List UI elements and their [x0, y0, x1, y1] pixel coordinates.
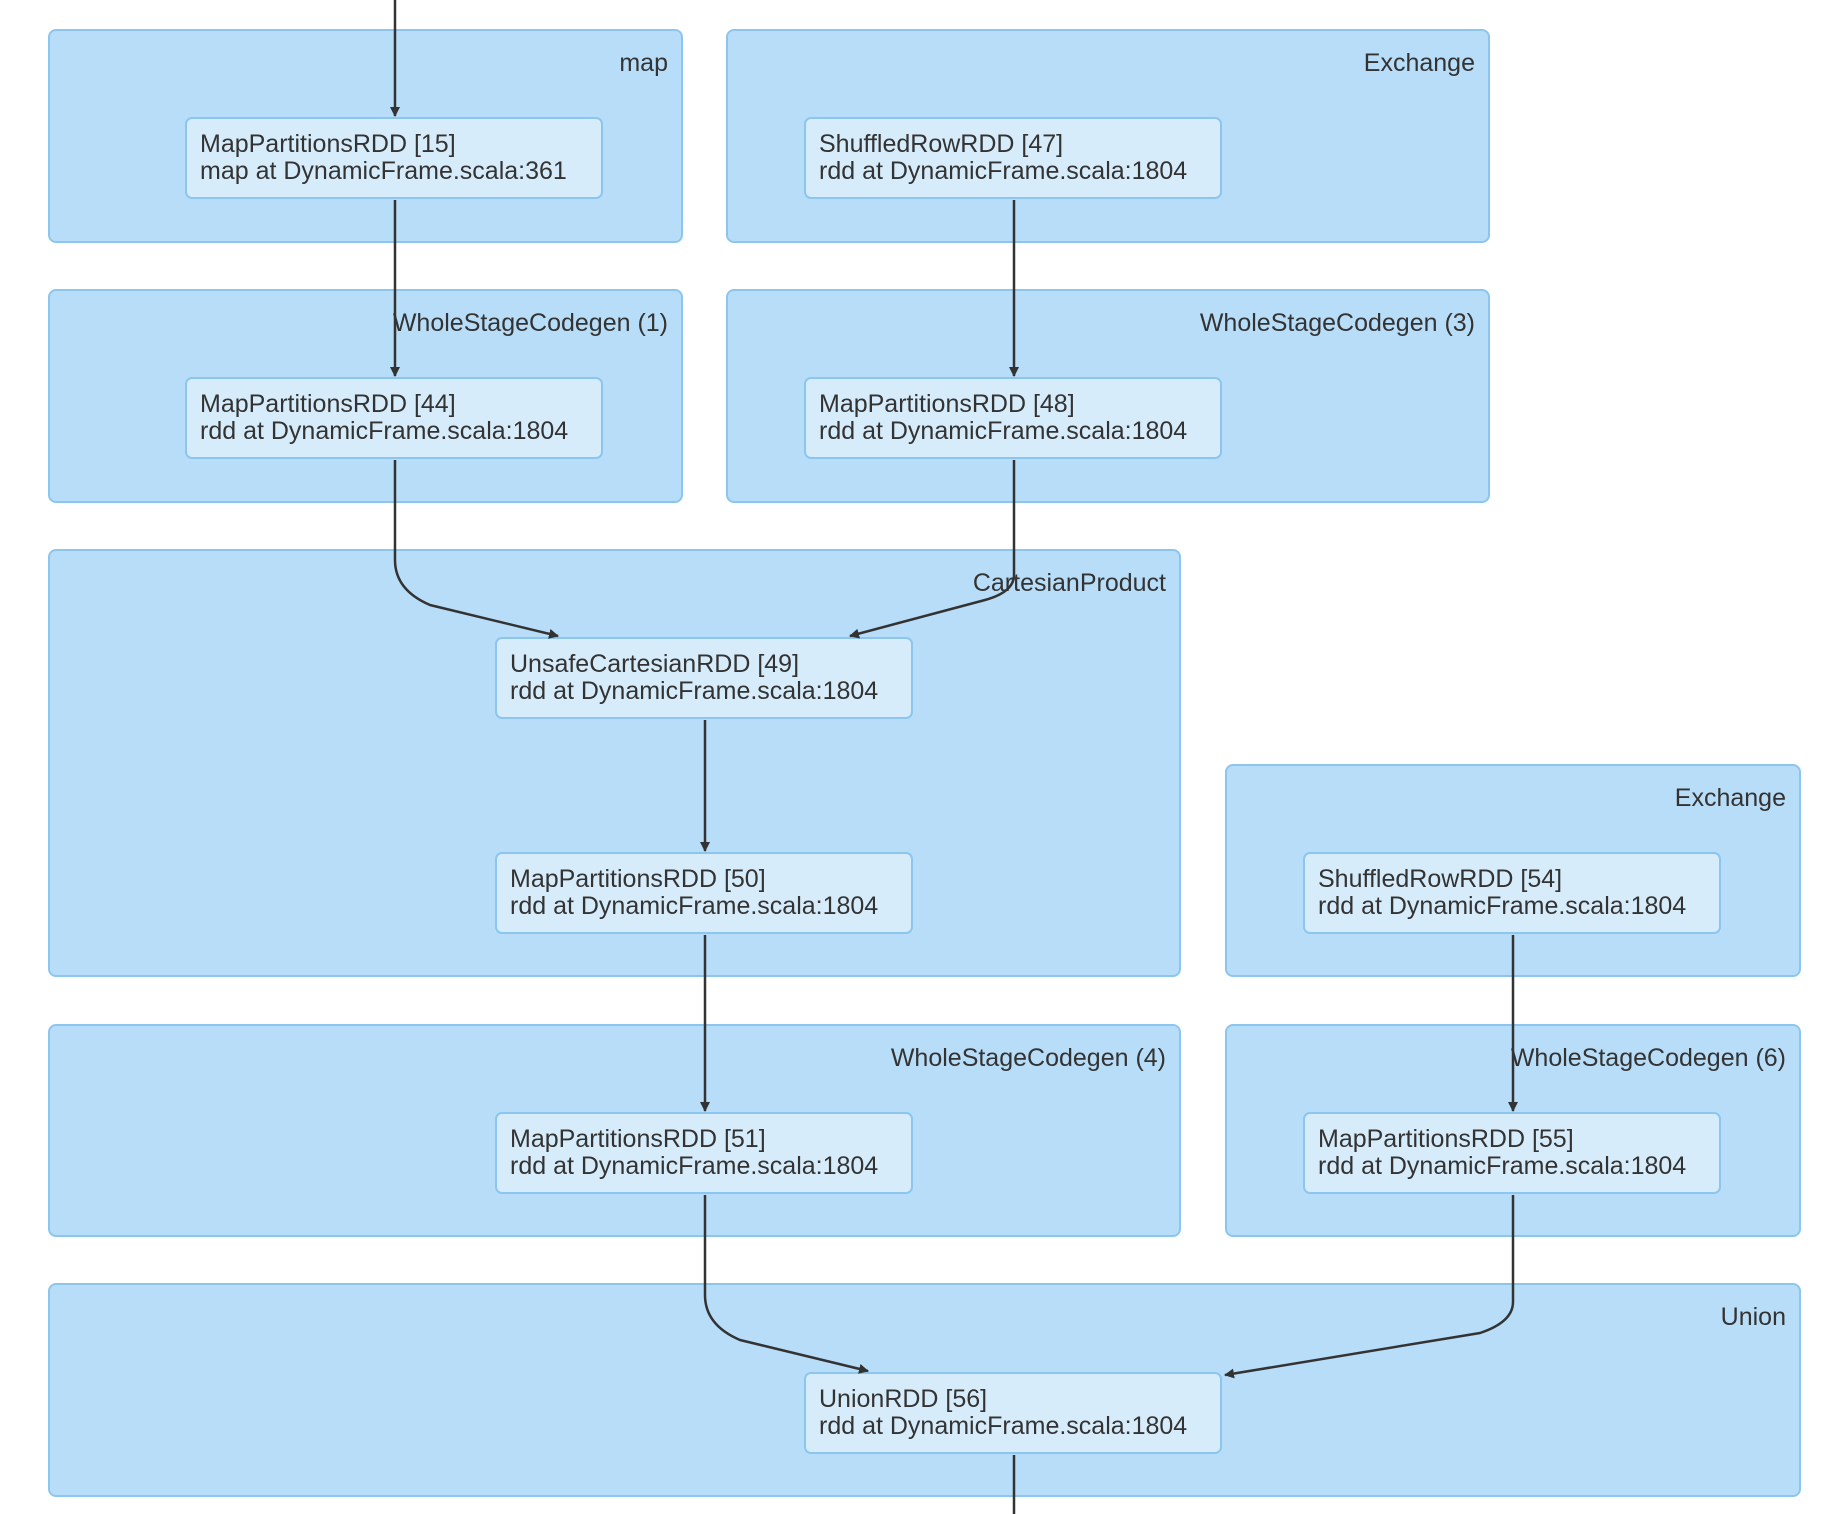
- rdd-node-50[interactable]: MapPartitionsRDD [50] rdd at DynamicFram…: [495, 852, 913, 934]
- cluster-label: WholeStageCodegen (3): [1199, 309, 1475, 337]
- cluster-label: WholeStageCodegen (6): [1510, 1044, 1786, 1072]
- rdd-callsite: map at DynamicFrame.scala:361: [200, 157, 567, 185]
- rdd-node-47[interactable]: ShuffledRowRDD [47] rdd at DynamicFrame.…: [804, 117, 1222, 199]
- rdd-node-44[interactable]: MapPartitionsRDD [44] rdd at DynamicFram…: [185, 377, 603, 459]
- rdd-callsite: rdd at DynamicFrame.scala:1804: [200, 417, 569, 445]
- rdd-callsite: rdd at DynamicFrame.scala:1804: [510, 677, 879, 705]
- rdd-name: MapPartitionsRDD [50]: [510, 865, 766, 893]
- rdd-name: ShuffledRowRDD [54]: [1318, 865, 1563, 893]
- cluster-label: Exchange: [1674, 784, 1786, 812]
- rdd-name: MapPartitionsRDD [15]: [200, 130, 456, 158]
- rdd-name: MapPartitionsRDD [55]: [1318, 1125, 1574, 1153]
- rdd-name: UnsafeCartesianRDD [49]: [510, 650, 800, 678]
- rdd-name: MapPartitionsRDD [48]: [819, 390, 1075, 418]
- rdd-name: UnionRDD [56]: [819, 1385, 988, 1413]
- cluster-label: WholeStageCodegen (4): [890, 1044, 1166, 1072]
- rdd-callsite: rdd at DynamicFrame.scala:1804: [510, 892, 879, 920]
- rdd-callsite: rdd at DynamicFrame.scala:1804: [819, 417, 1188, 445]
- cluster-label: map: [619, 49, 668, 77]
- rdd-callsite: rdd at DynamicFrame.scala:1804: [510, 1152, 879, 1180]
- rdd-callsite: rdd at DynamicFrame.scala:1804: [819, 157, 1188, 185]
- rdd-node-15[interactable]: MapPartitionsRDD [15] map at DynamicFram…: [185, 117, 603, 199]
- rdd-callsite: rdd at DynamicFrame.scala:1804: [1318, 1152, 1687, 1180]
- cluster-label: CartesianProduct: [972, 569, 1166, 597]
- rdd-callsite: rdd at DynamicFrame.scala:1804: [819, 1412, 1188, 1440]
- rdd-node-56[interactable]: UnionRDD [56] rdd at DynamicFrame.scala:…: [804, 1372, 1222, 1454]
- rdd-name: MapPartitionsRDD [44]: [200, 390, 456, 418]
- rdd-node-51[interactable]: MapPartitionsRDD [51] rdd at DynamicFram…: [495, 1112, 913, 1194]
- rdd-node-48[interactable]: MapPartitionsRDD [48] rdd at DynamicFram…: [804, 377, 1222, 459]
- rdd-callsite: rdd at DynamicFrame.scala:1804: [1318, 892, 1687, 920]
- rdd-node-55[interactable]: MapPartitionsRDD [55] rdd at DynamicFram…: [1303, 1112, 1721, 1194]
- rdd-node-49[interactable]: UnsafeCartesianRDD [49] rdd at DynamicFr…: [495, 637, 913, 719]
- cluster-label: Union: [1720, 1303, 1786, 1331]
- rdd-name: MapPartitionsRDD [51]: [510, 1125, 766, 1153]
- cluster-label: Exchange: [1363, 49, 1475, 77]
- cluster-label: WholeStageCodegen (1): [392, 309, 668, 337]
- rdd-node-54[interactable]: ShuffledRowRDD [54] rdd at DynamicFrame.…: [1303, 852, 1721, 934]
- rdd-name: ShuffledRowRDD [47]: [819, 130, 1064, 158]
